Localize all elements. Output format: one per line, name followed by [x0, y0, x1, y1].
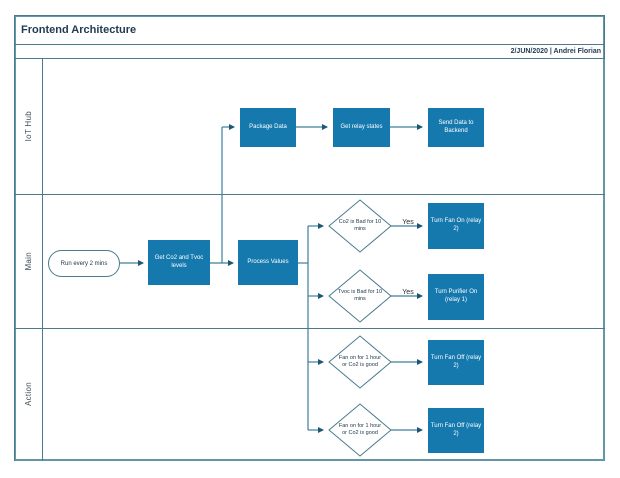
diagram-title-bar: Frontend Architecture [14, 15, 605, 45]
decision-fan-check-1-label: Fan on for 1 hour or Co2 is good [338, 355, 382, 368]
decision-tvoc-bad-shape [328, 269, 392, 323]
edge-label-yes-co2: Yes [402, 219, 414, 226]
lane-label-main: Main [24, 251, 33, 271]
process-turn-fan-off-1: Turn Fan Off (relay 2) [428, 340, 484, 385]
lane-header-main: Main [14, 194, 43, 328]
page-title: Frontend Architecture [21, 24, 137, 36]
process-get-relay-states: Get relay states [333, 108, 390, 147]
diagram-subtitle-bar: 2/JUN/2020 | Andrei Florian [14, 45, 605, 59]
decision-co2-bad-shape [328, 199, 392, 253]
diagram-outer-border [14, 15, 605, 461]
lane-header-iot-hub: IoT Hub [14, 59, 43, 194]
decision-tvoc-bad-label: Tvoc is Bad for 10 mins [337, 289, 383, 302]
process-process-values: Process Values [238, 240, 298, 285]
lane-label-iot-hub: IoT Hub [24, 111, 33, 142]
edge-label-yes-tvoc: Yes [402, 289, 414, 296]
process-package-data: Package Data [240, 108, 296, 147]
process-turn-fan-off-2: Turn Fan Off (relay 2) [428, 408, 484, 453]
lane-divider-1 [14, 194, 605, 195]
process-turn-fan-on: Turn Fan On (relay 2) [428, 203, 484, 249]
decision-fan-check-1-shape [328, 335, 392, 389]
decision-fan-check-2-label: Fan on for 1 hour or Co2 is good [338, 423, 382, 436]
decision-fan-check-2-shape [328, 403, 392, 457]
process-turn-purifier-on: Turn Purifier On (relay 1) [428, 274, 484, 320]
lane-header-action: Action [14, 328, 43, 461]
start-run-every-2-mins: Run every 2 mins [48, 250, 120, 277]
decision-co2-bad-label: Co2 is Bad for 10 mins [338, 219, 382, 232]
process-get-co2-tvoc: Get Co2 and Tvoc levels [148, 240, 210, 285]
process-send-data-backend: Send Data to Backend [428, 108, 484, 147]
date-author-text: 2/JUN/2020 | Andrei Florian [510, 48, 601, 55]
lane-divider-2 [14, 328, 605, 329]
lane-label-action: Action [24, 382, 33, 407]
